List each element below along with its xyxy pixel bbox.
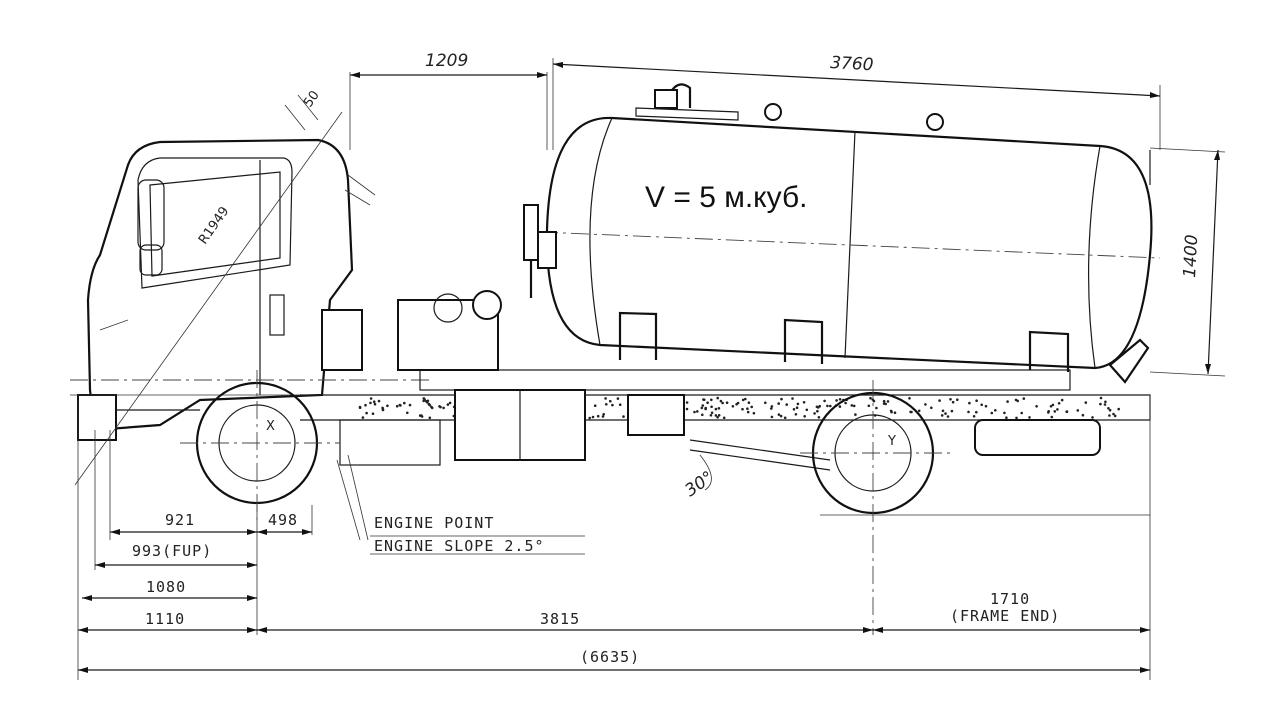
- dimension-3760: 3760: [552, 53, 1161, 150]
- front-axle-label: X: [266, 419, 275, 434]
- dim-1080-label: 1080: [146, 578, 186, 596]
- tank: V = 5 м.куб.: [523, 83, 1161, 384]
- dim-498-label: 498: [268, 511, 298, 529]
- bottom-dimensions: 921 498 993(FUP) 1080 1110 3815 1710 (FR…: [77, 400, 1150, 680]
- dim-1710-note: (FRAME END): [950, 607, 1060, 625]
- dimension-1400: 1400: [1149, 147, 1226, 377]
- chassis-frame: 30°: [70, 290, 1151, 501]
- dim-1209-label: 1209: [425, 51, 468, 71]
- rear-wheel: Y: [800, 380, 950, 635]
- shaft-angle-label: 30°: [681, 467, 717, 501]
- dim-3760-label: 3760: [830, 53, 874, 75]
- dim-1110-label: 1110: [145, 610, 185, 628]
- tank-volume-label: V = 5 м.куб.: [645, 181, 808, 214]
- engine-callout: ENGINE POINT ENGINE SLOPE 2.5°: [336, 454, 585, 555]
- rear-axle-label: Y: [887, 434, 896, 449]
- dimension-1209: 1209: [349, 51, 548, 150]
- dim-overall-label: (6635): [580, 648, 640, 666]
- engine-point-label: ENGINE POINT: [374, 514, 494, 532]
- cab: R1949 50: [70, 88, 430, 486]
- radius-label: R1949: [196, 204, 232, 247]
- engine-slope-label: ENGINE SLOPE 2.5°: [374, 537, 545, 555]
- dim-921-label: 921: [165, 511, 195, 529]
- dim-3815-label: 3815: [540, 610, 580, 628]
- dim-993-label: 993(FUP): [132, 542, 212, 560]
- frame-rivets: [358, 396, 1120, 420]
- angle-label: 50: [301, 88, 323, 110]
- dim-1710-label: 1710: [990, 590, 1030, 608]
- dim-1400-label: 1400: [1180, 234, 1202, 278]
- front-wheel: X: [180, 370, 340, 520]
